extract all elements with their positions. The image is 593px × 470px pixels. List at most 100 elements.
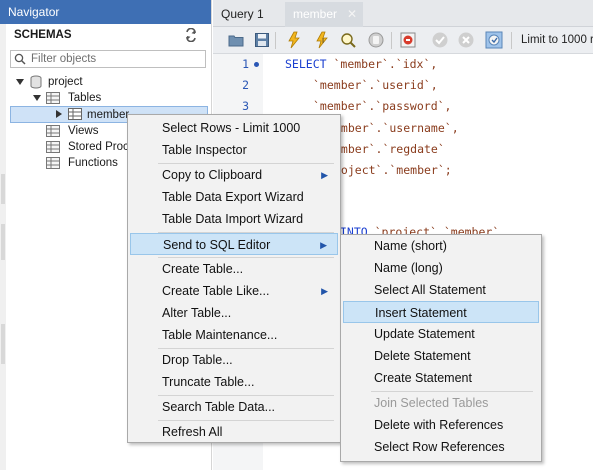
views-folder-icon (46, 125, 60, 137)
table-name: member (87, 109, 130, 121)
menu-item-drop-table[interactable]: Drop Table... (162, 353, 233, 367)
toolbar-separator (391, 32, 392, 49)
submenu-item-name-long[interactable]: Name (long) (374, 261, 443, 275)
execute-icon[interactable] (285, 31, 303, 49)
tab-member-label: member (293, 7, 338, 21)
submenu-arrow-icon: ▶ (321, 286, 328, 296)
menu-separator (158, 395, 334, 396)
submenu-item-select-all[interactable]: Select All Statement (374, 283, 486, 297)
submenu-item-delete-with-references[interactable]: Delete with References (374, 418, 504, 432)
commit-icon[interactable] (431, 31, 449, 49)
save-icon[interactable] (253, 31, 271, 49)
table-icon (68, 108, 82, 120)
menu-separator (158, 348, 334, 349)
code-line-3: `member`.`password`, (313, 99, 452, 113)
submenu-item-update-statement[interactable]: Update Statement (374, 327, 475, 341)
code-line-6: roject`.`member`; (334, 163, 452, 177)
editor-toolbar: I Limit to 1000 ro (213, 27, 593, 54)
menu-item-import-wizard[interactable]: Table Data Import Wizard (162, 212, 304, 226)
menu-item-search-table-data[interactable]: Search Table Data... (162, 400, 276, 414)
submenu-arrow-icon: ▶ (321, 170, 328, 180)
menu-separator (158, 420, 334, 421)
submenu-item-name-short[interactable]: Name (short) (374, 239, 447, 253)
toolbar-separator (511, 32, 512, 49)
menu-item-alter-table[interactable]: Alter Table... (162, 306, 232, 320)
strip-marker (1, 324, 5, 364)
submenu-item-insert-statement[interactable]: Insert Statement (343, 301, 539, 323)
left-scroll-strip (0, 24, 6, 470)
menu-item-copy-to-clipboard[interactable]: Copy to Clipboard ▶ (130, 164, 338, 186)
collapsed-arrow-icon[interactable] (55, 110, 63, 118)
limit-rows-select[interactable]: Limit to 1000 ro (521, 34, 593, 46)
code-line-5: ember`.`regdate` (334, 142, 445, 156)
schemas-bar: SCHEMAS (0, 24, 211, 46)
line-number: 2 (242, 78, 249, 92)
toggle-error-icon[interactable] (399, 31, 417, 49)
open-folder-icon[interactable] (227, 31, 245, 49)
menu-separator (371, 391, 533, 392)
sql-text: `member`.`idx`, (326, 57, 438, 71)
menu-item-export-wizard[interactable]: Table Data Export Wizard (162, 190, 304, 204)
editor-tab-bar: Query 1 member ✕ (213, 0, 593, 27)
menu-item-refresh-all[interactable]: Refresh All (162, 425, 223, 439)
send-to-sql-editor-submenu: Name (short) Name (long) Select All Stat… (340, 234, 542, 462)
filter-objects-input[interactable] (31, 51, 201, 67)
table-context-menu: Select Rows - Limit 1000 Table Inspector… (127, 114, 341, 443)
menu-item-create-table-like[interactable]: Create Table Like... ▶ (130, 280, 338, 302)
menu-item-table-maintenance[interactable]: Table Maintenance... (162, 328, 278, 342)
submenu-item-delete-statement[interactable]: Delete Statement (374, 349, 471, 363)
menu-item-truncate-table[interactable]: Truncate Table... (162, 375, 255, 389)
menu-item-select-rows[interactable]: Select Rows - Limit 1000 (162, 121, 301, 135)
menu-item-send-to-sql-editor[interactable]: Send to SQL Editor ▶ (130, 233, 338, 255)
submenu-arrow-icon: ▶ (320, 240, 327, 250)
execute-current-icon[interactable]: I (313, 31, 331, 49)
navigator-title: Navigator (0, 0, 211, 24)
autocommit-icon[interactable] (485, 31, 503, 49)
tree-folder-functions[interactable]: Functions (46, 155, 126, 171)
tab-member[interactable]: member ✕ (285, 2, 363, 27)
tree-folder-stored-procedures[interactable]: Stored Proc (46, 139, 128, 155)
rollback-icon[interactable] (457, 31, 475, 49)
menu-item-label: Create Table Like... (162, 284, 270, 298)
tree-schema-project[interactable]: project (14, 74, 194, 90)
close-icon[interactable]: ✕ (347, 7, 358, 21)
menu-item-table-inspector[interactable]: Table Inspector (162, 143, 247, 157)
svg-text:I: I (322, 37, 324, 45)
submenu-item-select-row-references[interactable]: Select Row References (374, 440, 505, 454)
schemas-label: SCHEMAS (14, 29, 72, 41)
submenu-item-join-selected-tables[interactable]: Join Selected Tables (374, 396, 489, 410)
toolbar-separator (275, 32, 276, 49)
stop-icon[interactable] (367, 31, 385, 49)
refresh-schemas-icon[interactable] (184, 28, 198, 42)
views-label: Views (68, 125, 99, 137)
schema-name: project (48, 76, 83, 88)
menu-separator (158, 257, 334, 258)
stored-procedures-label: Stored Proc (68, 141, 128, 153)
code-line-1: SELECT `member`.`idx`, (285, 57, 437, 71)
expanded-arrow-icon[interactable] (16, 78, 24, 86)
line-number: 1 (242, 57, 249, 71)
tree-folder-views[interactable]: Views (46, 123, 126, 139)
submenu-item-create-statement[interactable]: Create Statement (374, 371, 472, 385)
functions-label: Functions (68, 157, 118, 169)
filter-objects-box (10, 50, 206, 68)
menu-separator (158, 163, 334, 164)
current-line-marker (254, 62, 259, 67)
menu-item-create-table[interactable]: Create Table... (162, 262, 244, 276)
menu-separator (158, 232, 334, 233)
tree-folder-tables[interactable]: Tables (30, 90, 200, 106)
explain-icon[interactable] (339, 31, 357, 49)
expanded-arrow-icon[interactable] (33, 94, 41, 102)
search-icon (14, 53, 26, 65)
functions-folder-icon (46, 157, 60, 169)
tab-query-1[interactable]: Query 1 (221, 7, 264, 21)
code-line-2: `member`.`userid`, (313, 78, 438, 92)
strip-marker (1, 174, 5, 204)
code-line-4: ember`.`username`, (334, 121, 459, 135)
database-icon (30, 75, 42, 89)
line-number: 3 (242, 99, 249, 113)
menu-item-label: Copy to Clipboard (162, 168, 263, 182)
strip-marker (1, 224, 5, 260)
sql-keyword: SELECT (285, 57, 327, 71)
menu-item-label: Send to SQL Editor (163, 238, 271, 252)
